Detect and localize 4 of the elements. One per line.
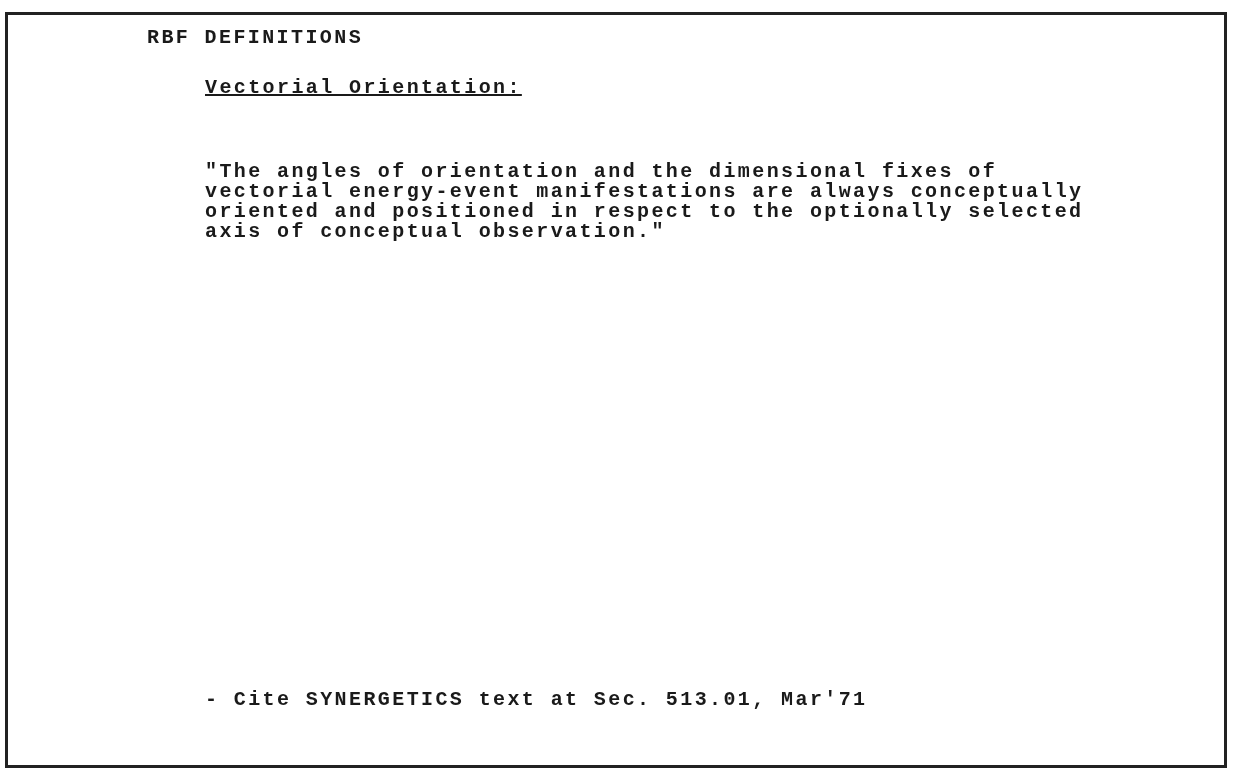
definition-quote: "The angles of orientation and the dimensional fixes of vectorial energy-event manifestations are always conceptually oriented and positioned in respect to the optionally selected axis of conceptual observation.": [205, 162, 1085, 242]
citation-note: - Cite SYNERGETICS text at Sec. 513.01, Mar'71: [205, 690, 868, 710]
section-title: RBF DEFINITIONS: [147, 28, 364, 48]
definition-heading: Vectorial Orientation:: [205, 78, 522, 98]
